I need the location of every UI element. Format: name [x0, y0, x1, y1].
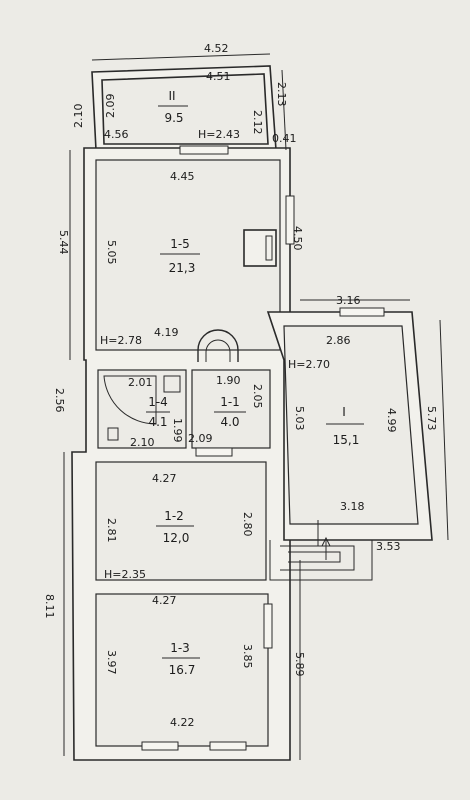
- room-1-2: [95, 461, 267, 581]
- room-label-1-1: 1-1: [220, 395, 240, 409]
- dim-ii-bottom: 4.56: [104, 128, 129, 141]
- room-height-i: H=2.70: [288, 358, 330, 371]
- dim-1-4-side: 1.99: [171, 418, 184, 443]
- room-label-1-5: 1-5: [170, 237, 190, 251]
- room-area-1-1: 4.0: [220, 415, 239, 429]
- dim-1-5-right: 4.50: [291, 226, 304, 251]
- dim-top-outer: 4.52: [204, 42, 229, 55]
- dim-1-2-bottom: 4.27: [152, 594, 177, 607]
- room-area-ii: 9.5: [164, 111, 183, 125]
- dim-ii-right-inner: 2.12: [251, 110, 264, 135]
- dim-top-inner: 4.51: [206, 70, 231, 83]
- room-area-1-2: 12,0: [163, 531, 190, 545]
- dim-ii-right-outer: 2.13: [275, 82, 288, 107]
- dim-ii-left-outer: 2.10: [72, 104, 85, 129]
- dim-i-top-outer: 3.16: [336, 294, 361, 307]
- dim-left-bottom-outer: 8.11: [43, 594, 56, 619]
- room-ii-inner: [101, 73, 269, 145]
- room-label-1-2: 1-2: [164, 509, 184, 523]
- room-1-3: [95, 593, 269, 747]
- room-height-ii: H=2.43: [198, 128, 240, 141]
- room-height-1-5: H=2.78: [100, 334, 142, 347]
- room-label-1-4: 1-4: [148, 395, 168, 409]
- dim-1-3-right: 3.85: [241, 644, 254, 669]
- room-area-i: 15,1: [333, 433, 360, 447]
- room-label-ii: II: [168, 89, 175, 103]
- dim-1-2-right: 2.80: [241, 512, 254, 537]
- dim-porch: 3.53: [376, 540, 401, 553]
- dim-i-right-inner: 4.99: [385, 408, 398, 433]
- toilet: [107, 427, 119, 441]
- room-label-1-3: 1-3: [170, 641, 190, 655]
- dim-1-3-right-outer: 5.89: [293, 652, 306, 677]
- dim-1-4-bottom: 2.10: [130, 436, 155, 449]
- dim-1-4-top: 2.01: [128, 376, 153, 389]
- stove: [243, 229, 277, 267]
- room-1-4: [97, 369, 187, 449]
- room-1-1: [191, 369, 271, 449]
- dim-1-1-bottom: 2.09: [188, 432, 213, 445]
- room-label-i: I: [342, 405, 346, 419]
- room-height-1-2: H=2.35: [104, 568, 146, 581]
- dim-1-5-bottom: 4.19: [154, 326, 179, 339]
- dim-1-1-top: 1.90: [216, 374, 241, 387]
- bath-tub: [103, 375, 157, 425]
- porch-steps: [269, 520, 373, 581]
- dimension-lines: [63, 53, 449, 760]
- windows: [141, 145, 385, 751]
- dim-1-1-side: 2.05: [251, 384, 264, 409]
- dim-1-2-left: 2.81: [105, 518, 118, 543]
- sink: [163, 375, 181, 393]
- dim-1-5-left-inner: 5.05: [105, 240, 118, 265]
- dim-i-left: 5.03: [293, 406, 306, 431]
- dim-i-top-inner: 2.86: [326, 334, 351, 347]
- dim-1-5-left-outer: 5.44: [57, 230, 70, 255]
- dim-i-right-outer: 5.73: [425, 406, 438, 431]
- dim-ii-left-inner: 2.09: [104, 94, 117, 119]
- dim-left-mid: 2.56: [53, 388, 66, 413]
- dim-ii-offset: 0.41: [272, 132, 297, 145]
- room-area-1-4: 4.1: [148, 415, 167, 429]
- dim-i-bottom: 3.18: [340, 500, 365, 513]
- dim-1-3-left: 3.97: [105, 650, 118, 675]
- arch-doorway: [197, 329, 239, 362]
- room-i: [283, 325, 419, 525]
- room-area-1-5: 21,3: [169, 261, 196, 275]
- dim-1-3-bottom: 4.22: [170, 716, 195, 729]
- dim-1-2-top: 4.27: [152, 472, 177, 485]
- dim-1-5-top: 4.45: [170, 170, 195, 183]
- room-area-1-3: 16.7: [169, 663, 196, 677]
